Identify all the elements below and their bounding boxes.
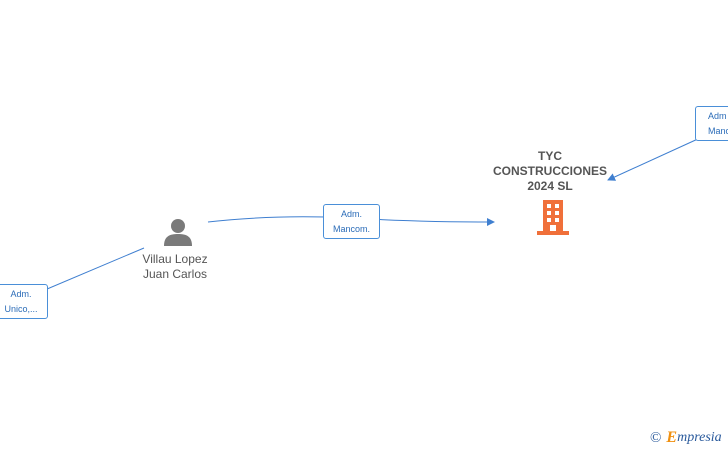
edge-label-line1: Adm. [10,289,32,299]
edge-label-line2: Mancom. [332,224,370,234]
company-name[interactable]: TYC CONSTRUCCIONES 2024 SL [480,149,620,194]
edge-label-line2: Manco [708,126,728,136]
edge-label-line2: Unico,... [4,304,38,314]
person-name-line1: Villau Lopez [142,252,208,266]
company-name-line3: 2024 SL [527,179,573,193]
brand-logo-text: mpresia [677,430,722,445]
copyright-symbol: © [650,429,662,446]
person-icon[interactable] [163,218,193,251]
edge-label-right-to-company[interactable]: Adm Manco [695,106,728,141]
company-name-line2: CONSTRUCCIONES [492,164,607,178]
edge-right-to-company [607,137,701,181]
edge-label-person-to-company[interactable]: Adm. Mancom. [323,204,380,239]
person-name-line2: Juan Carlos [142,267,208,281]
person-name[interactable]: Villau Lopez Juan Carlos [125,252,225,282]
company-name-line1: TYC [538,149,562,163]
edge-label-line1: Adm. [340,209,362,219]
building-icon[interactable] [537,200,569,240]
brand-logo-initial: E [666,429,678,446]
edge-label-line1: Adm [708,111,727,121]
brand-watermark: © E mpresia [650,429,722,447]
edge-left-to-person [39,247,145,293]
edge-label-left-to-person[interactable]: Adm. Unico,... [0,284,48,319]
